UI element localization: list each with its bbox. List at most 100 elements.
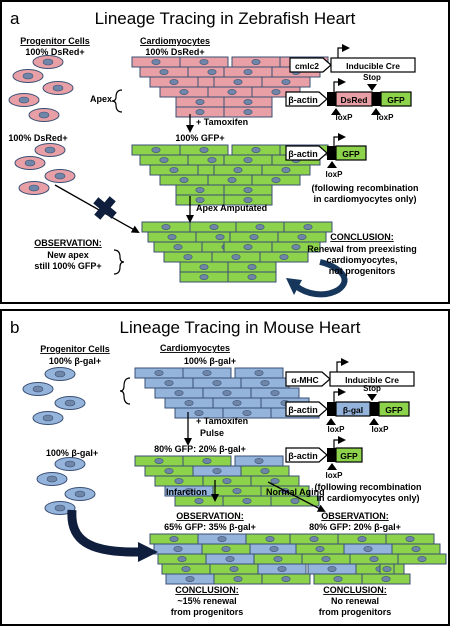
nucleus [363, 546, 373, 552]
nucleus [233, 167, 243, 173]
nucleus [254, 458, 264, 464]
panel-a-title: Lineage Tracing in Zebrafish Heart [95, 9, 356, 28]
nucleus [381, 576, 391, 582]
a-construct-cre: cmlc2 Inducible Cre [289, 44, 416, 73]
nucleus [271, 89, 281, 95]
nucleus [232, 488, 242, 494]
nucleus [164, 468, 174, 474]
a-loxp-3: loxP [326, 170, 344, 179]
b-progenitor-cells-2 [36, 457, 96, 515]
a-gfp-gene-2: GFP [342, 149, 360, 159]
a-heart-regenerated [141, 221, 333, 283]
nucleus [281, 576, 291, 582]
a-progenitor-arrow [54, 184, 140, 233]
nucleus [184, 400, 194, 406]
nucleus [297, 234, 307, 240]
a-renewal-arrowhead [286, 278, 302, 295]
panel-b-frame [0, 309, 450, 626]
nucleus [195, 187, 205, 193]
a-concl-line3: not progenitors [329, 266, 396, 276]
nucleus [271, 177, 281, 183]
nucleus [222, 390, 232, 396]
nucleus [382, 566, 392, 572]
nucleus [243, 244, 253, 250]
b-concl-right-1: No renewal [331, 596, 379, 606]
b-bactin-label-2: β-actin [288, 451, 318, 461]
a-construct-reporter: β-actin DsRed GFP Stop loxP loxP [285, 73, 412, 122]
a-bactin-label-2: β-actin [288, 149, 318, 159]
a-gfp-gene: GFP [387, 95, 405, 105]
nucleus [46, 475, 58, 483]
nucleus [194, 410, 204, 416]
nucleus [169, 536, 179, 542]
a-progenitor-cells-2 [14, 143, 76, 195]
nucleus [333, 576, 343, 582]
b-loxp-1: loxP [328, 425, 346, 434]
b-gfp-gene-2: GFP [340, 451, 358, 461]
nucleus [229, 566, 239, 572]
b-loxp-2: loxP [372, 425, 390, 434]
nucleus [279, 254, 289, 260]
nucleus [243, 109, 253, 115]
a-loxp-2: loxP [377, 113, 395, 122]
panel-a-frame [0, 0, 450, 304]
nucleus [291, 244, 301, 250]
nucleus [151, 59, 161, 65]
nucleus [195, 197, 205, 203]
b-amhc-label: α-MHC [291, 375, 318, 385]
nucleus [194, 498, 204, 504]
a-apex-label: Apex [90, 94, 112, 104]
b-note-1: (following recombination [315, 482, 422, 492]
nucleus [154, 370, 164, 376]
b-brace [119, 377, 131, 405]
nucleus [159, 69, 169, 75]
b-progenitor-pct2: 100% β-gal+ [46, 448, 98, 458]
b-concl-right-2: from progenitors [319, 607, 392, 617]
b-heart-infarction [149, 533, 311, 585]
b-obs-left: 65% GFP: 35% β-gal+ [164, 522, 256, 532]
nucleus [273, 556, 283, 562]
nucleus [174, 390, 184, 396]
nucleus [173, 546, 183, 552]
nucleus [173, 244, 183, 250]
a-note-2: in cardiomyocytes only) [313, 194, 416, 204]
b-tamoxifen-1: + Tamoxifen [196, 416, 248, 426]
nucleus [242, 410, 252, 416]
nucleus [217, 536, 227, 542]
nucleus [209, 224, 219, 230]
nucleus [215, 234, 225, 240]
b-infarction-label: Infarction [166, 487, 207, 497]
a-cardio-pct: 100% DsRed+ [145, 47, 204, 57]
nucleus [290, 498, 300, 504]
nucleus [212, 468, 222, 474]
nucleus [207, 157, 217, 163]
nucleus [42, 414, 54, 422]
panel-b-title: Lineage Tracing in Mouse Heart [120, 318, 361, 337]
b-construct-cre: α-MHC Inducible Cre [285, 358, 415, 387]
a-obs-title: OBSERVATION: [34, 238, 102, 248]
a-progenitor-pct2: 100% DsRed+ [8, 133, 67, 143]
b-bgal-gene: β-gal [343, 405, 363, 415]
a-obs-line2: still 100% GFP+ [34, 261, 101, 271]
b-concl-left-2: from progenitors [171, 607, 244, 617]
nucleus [177, 556, 187, 562]
nucleus [207, 69, 217, 75]
nucleus [270, 390, 280, 396]
nucleus [212, 380, 222, 386]
nucleus [309, 536, 319, 542]
nucleus [54, 172, 66, 180]
nucleus [405, 536, 415, 542]
nucleus [222, 478, 232, 484]
a-apex-brace [111, 89, 123, 113]
nucleus [281, 79, 291, 85]
b-construct-reporter: β-actin β-gal GFP Stop loxP loxP [285, 384, 410, 434]
nucleus [185, 576, 195, 582]
nucleus [243, 197, 253, 203]
a-block-cross-icon [93, 196, 117, 220]
a-cmlc2-label: cmlc2 [295, 61, 319, 71]
nucleus [233, 79, 243, 85]
b-loxp-3: loxP [326, 471, 344, 480]
nucleus [243, 69, 253, 75]
b-heart-aging [289, 533, 447, 585]
